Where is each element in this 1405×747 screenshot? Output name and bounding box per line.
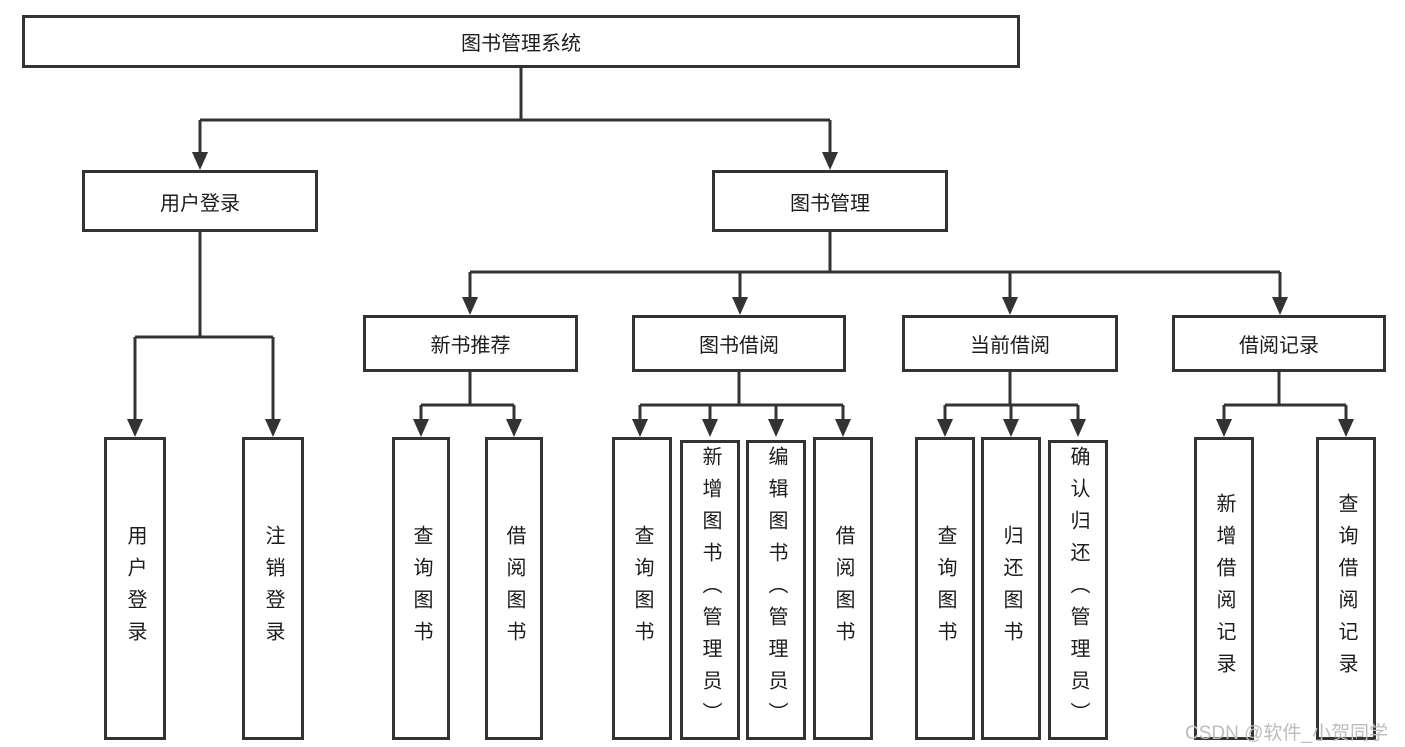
connector-borrow-record [1216, 372, 1354, 437]
leaf-br-add-record: 新增借阅记录 [1194, 437, 1254, 740]
leaf-cb-confirm-return: 确认归还（管理员） [1048, 440, 1108, 740]
leaf-bb-borrow-book: 借阅图书 [813, 437, 873, 740]
connector-current-borrow [937, 372, 1086, 437]
node-borrow-record: 借阅记录 [1172, 315, 1386, 372]
leaf-bb-query-book: 查询图书 [612, 437, 672, 740]
connector-root [192, 68, 838, 170]
node-user-login: 用户登录 [82, 170, 318, 232]
node-new-book-rec: 新书推荐 [363, 315, 578, 372]
node-root: 图书管理系统 [22, 15, 1020, 68]
leaf-cb-return-book: 归还图书 [981, 437, 1041, 740]
leaf-rec-borrow-book: 借阅图书 [485, 437, 543, 740]
node-book-borrow: 图书借阅 [632, 315, 846, 372]
connector-new-book-rec [413, 372, 522, 437]
connector-book-mgmt [462, 232, 1288, 315]
leaf-user-login: 用户登录 [104, 437, 166, 740]
node-book-mgmt: 图书管理 [712, 170, 948, 232]
leaf-rec-query-book: 查询图书 [392, 437, 450, 740]
leaf-br-query-record: 查询借阅记录 [1316, 437, 1376, 740]
connector-book-borrow [632, 372, 851, 437]
leaf-bb-edit-book: 编辑图书（管理员） [746, 440, 806, 740]
node-current-borrow: 当前借阅 [902, 315, 1118, 372]
leaf-bb-add-book: 新增图书（管理员） [680, 440, 740, 740]
connector-user-login [127, 232, 281, 437]
leaf-cb-query-book: 查询图书 [915, 437, 975, 740]
leaf-logout: 注销登录 [242, 437, 304, 740]
csdn-watermark: CSDN @软件_小贺同学 [1185, 723, 1388, 744]
